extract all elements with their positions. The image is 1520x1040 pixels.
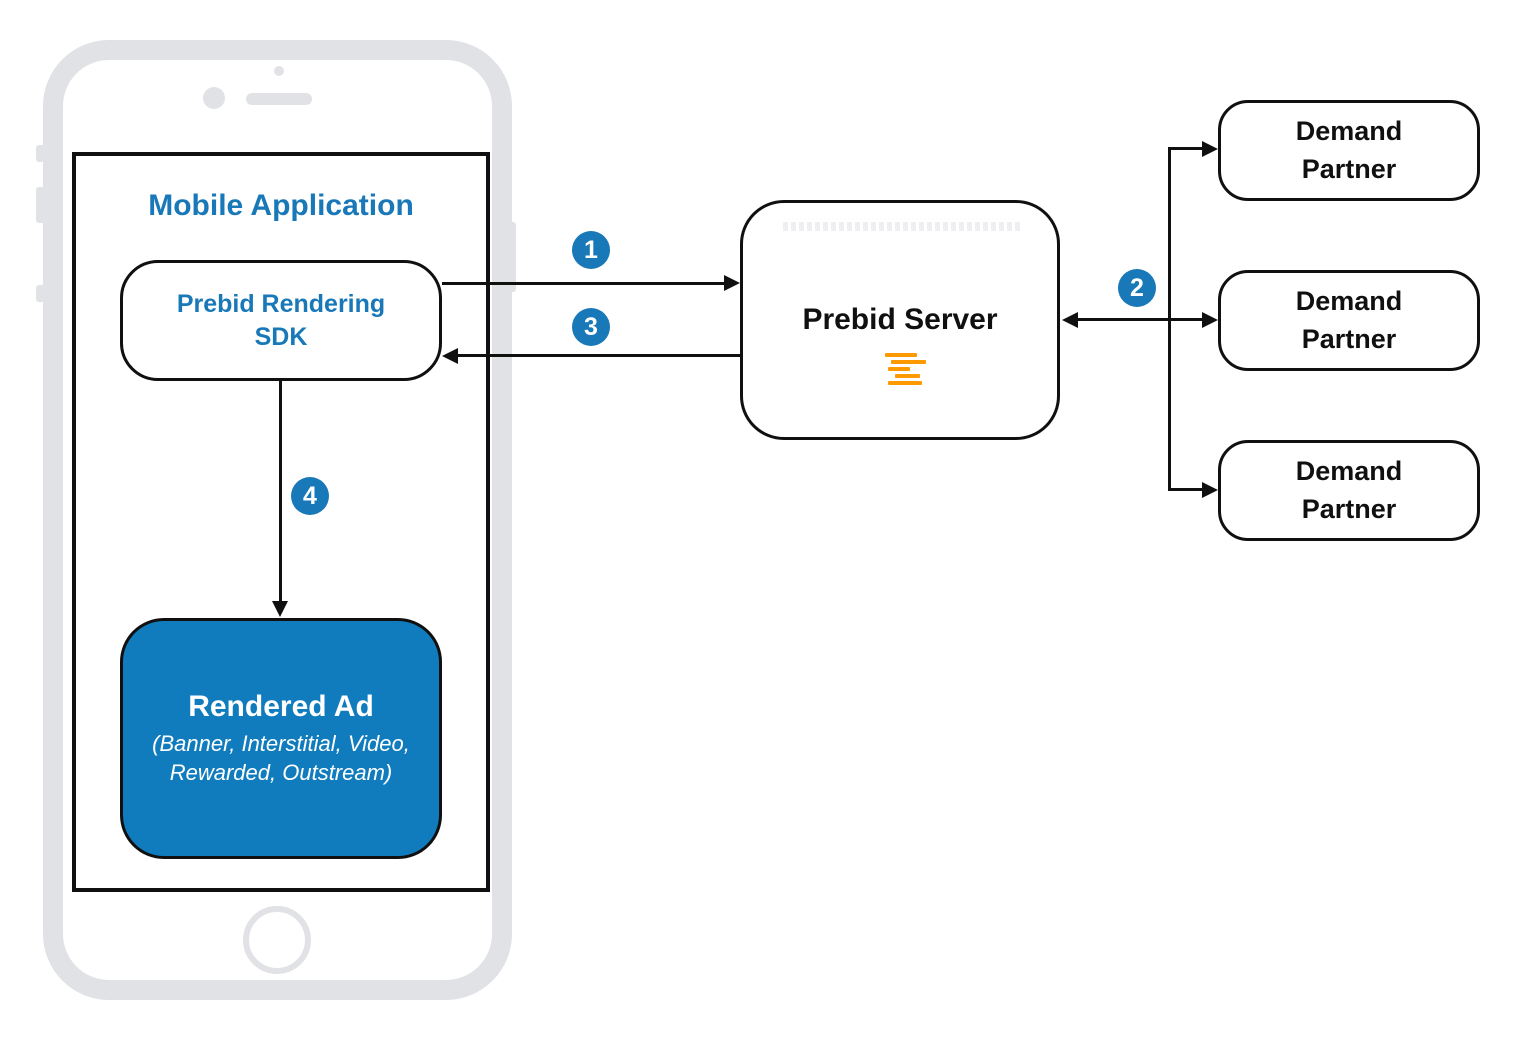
- demand-partner-box-3: Demand Partner: [1218, 440, 1480, 541]
- sdk-label-line2: SDK: [254, 322, 308, 351]
- branch-top-line: [1170, 147, 1204, 150]
- branch-bottom-line: [1170, 488, 1204, 491]
- prebid-server-box: Prebid Server: [740, 200, 1060, 440]
- arrow-server-to-sdk-line: [458, 354, 740, 357]
- demand-partner-box-2: Demand Partner: [1218, 270, 1480, 371]
- demand-partner-2-line1: Demand: [1295, 285, 1403, 316]
- step-badge-1: 1: [572, 231, 610, 269]
- arrow-sdk-to-server-head: [724, 275, 740, 291]
- arrow-server-demand-right-head: [1202, 312, 1218, 328]
- prebid-rendering-sdk-box: Prebid Rendering SDK: [120, 260, 442, 381]
- arrow-server-demand-line: [1076, 318, 1204, 321]
- demand-partner-box-1: Demand Partner: [1218, 100, 1480, 201]
- demand-branch-vertical-line: [1168, 147, 1171, 491]
- step-badge-3: 3: [572, 308, 610, 346]
- phone-home-button: [243, 906, 311, 974]
- branch-top-head: [1202, 141, 1218, 157]
- arrow-sdk-to-ad-head: [272, 601, 288, 617]
- phone-volume-up-button: [36, 187, 45, 223]
- phone-mute-switch: [36, 145, 45, 162]
- prebid-server-title: Prebid Server: [802, 303, 998, 336]
- phone-sensor-dot-icon: [274, 66, 284, 76]
- arrow-server-to-sdk-head: [442, 348, 458, 364]
- arrow-sdk-to-ad-line: [279, 381, 282, 603]
- rendered-ad-subtitle-line2: Rewarded, Outstream): [169, 759, 393, 785]
- branch-bottom-head: [1202, 482, 1218, 498]
- step-badge-4: 4: [291, 477, 329, 515]
- demand-partner-3-line1: Demand: [1295, 455, 1403, 486]
- demand-partner-3-line2: Partner: [1301, 493, 1397, 524]
- phone-camera-icon: [203, 87, 225, 109]
- mobile-application-label: Mobile Application: [148, 189, 414, 222]
- sdk-label-line1: Prebid Rendering: [176, 289, 386, 318]
- demand-partner-1-line1: Demand: [1295, 115, 1403, 146]
- prebid-lines-icon: [884, 353, 928, 387]
- phone-speaker-icon: [246, 93, 312, 105]
- phone-volume-down-button: [36, 285, 45, 302]
- faint-placeholder-row: [783, 222, 1023, 231]
- rendered-ad-box: Rendered Ad (Banner, Interstitial, Video…: [120, 618, 442, 859]
- demand-partner-2-line2: Partner: [1301, 323, 1397, 354]
- arrow-sdk-to-server-line: [442, 282, 726, 285]
- rendered-ad-subtitle-line1: (Banner, Interstitial, Video,: [152, 730, 410, 756]
- demand-partner-1-line2: Partner: [1301, 153, 1397, 184]
- arrow-server-demand-left-head: [1062, 312, 1078, 328]
- rendered-ad-title: Rendered Ad: [188, 689, 374, 723]
- step-badge-2: 2: [1118, 269, 1156, 307]
